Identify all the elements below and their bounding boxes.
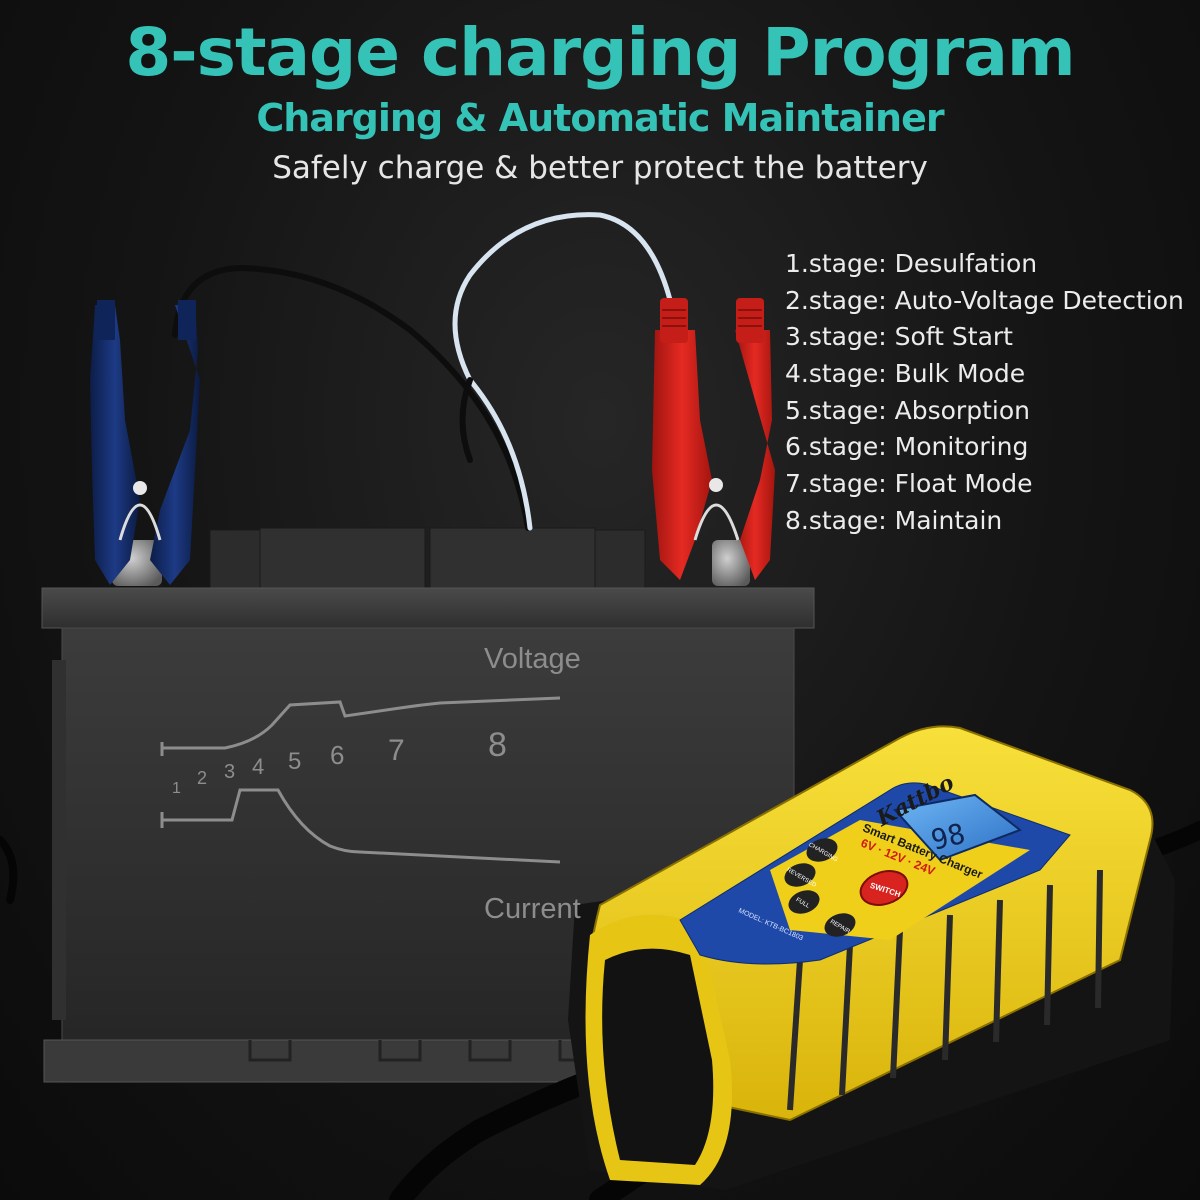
stage-number: 6.stage: [785, 432, 887, 462]
page-subtitle: Charging & Automatic Maintainer [256, 96, 944, 140]
current-curve [162, 788, 561, 864]
stage-item: 2.stage: Auto-Voltage Detection [785, 283, 1184, 320]
stage-name: Soft Start [894, 322, 1013, 352]
stage-number: 2.stage: [785, 285, 887, 315]
stage-number: 3 [224, 761, 235, 783]
positive-clamp [652, 298, 775, 580]
stage-name: Bulk Mode [894, 359, 1026, 389]
stage-number: 1.stage: [785, 249, 887, 278]
stage-name: Desulfation [894, 249, 1038, 278]
stage-item: 4.stage: Bulk Mode [785, 356, 1184, 393]
switch-button[interactable]: SWITCH [856, 865, 912, 910]
tagline: Safely charge & better protect the batte… [272, 150, 928, 186]
stage-number: 7 [388, 734, 405, 767]
charging-graph [160, 696, 561, 864]
indicator-lights: CHARGING REVERSED FULL REPAIR [784, 838, 856, 937]
stage-item: 7.stage: Float Mode [785, 466, 1184, 503]
stage-name: Monitoring [894, 432, 1029, 462]
stage-number: 5 [288, 748, 301, 775]
stage-number: 6 [330, 740, 344, 770]
stage-item: 1.stage: Desulfation [785, 246, 1184, 283]
stage-number: 5.stage: [785, 395, 887, 425]
negative-clamp [90, 300, 200, 585]
stage-number: 8 [488, 726, 507, 764]
stage-item: 8.stage: Maintain [785, 503, 1184, 540]
stage-number: 7.stage: [785, 469, 887, 499]
battery-charger: 98 Kattbo Smart Battery Charger 6V · 12V… [568, 725, 1175, 1190]
stage-number: 2 [197, 768, 207, 788]
lcd-screen [893, 793, 1023, 862]
page-title: 8-stage charging Program [125, 14, 1075, 91]
stage-number: 4 [252, 754, 264, 779]
stage-name: Float Mode [894, 469, 1033, 499]
stage-list: 1.stage: Desulfation 2.stage: Auto-Volta… [785, 246, 1184, 540]
stage-number: 8.stage: [785, 505, 887, 535]
stage-item: 6.stage: Monitoring [785, 429, 1184, 466]
lcd-readout: 98 [928, 817, 969, 857]
stage-name: Absorption [894, 395, 1030, 425]
voltage-curve [162, 696, 561, 750]
stage-name: Auto-Voltage Detection [894, 285, 1184, 315]
voltage-label: Voltage [484, 643, 581, 675]
stage-item: 3.stage: Soft Start [785, 319, 1184, 356]
stage-item: 5.stage: Absorption [785, 393, 1184, 430]
stage-name: Maintain [894, 505, 1003, 535]
current-label: Current [484, 893, 581, 925]
stage-numbers: 1 2 3 4 5 6 7 8 [172, 726, 507, 797]
stage-number: 4.stage: [785, 359, 887, 389]
stage-number: 3.stage: [785, 322, 887, 352]
stage-number: 1 [172, 780, 181, 797]
